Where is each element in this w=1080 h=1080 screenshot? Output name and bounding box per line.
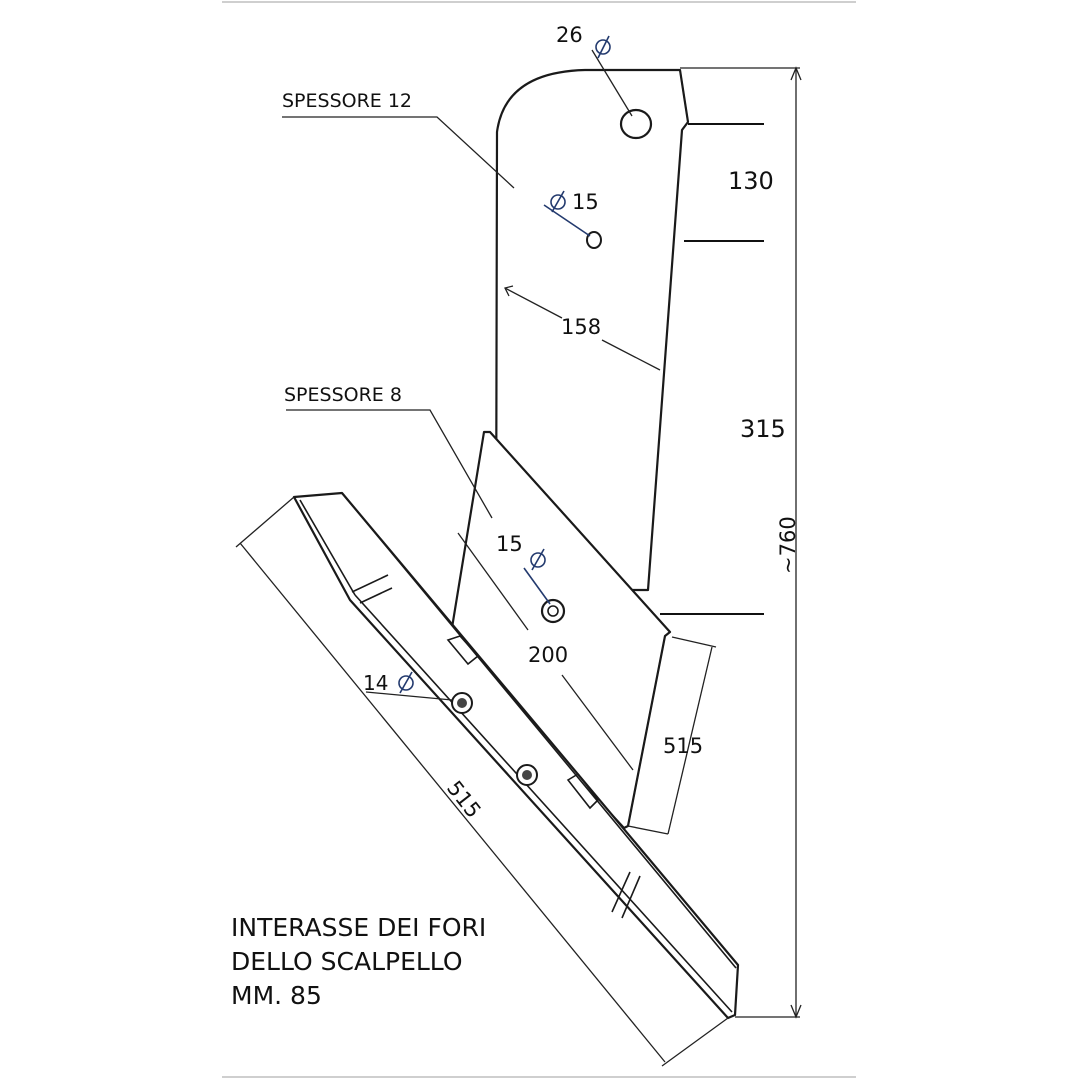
upper-plate [494, 68, 690, 592]
dim-upper-width-value: 158 [561, 315, 601, 339]
dim-top-hole-value: 26 [556, 23, 583, 47]
dim-top-hole [591, 35, 633, 117]
dim-lower-length-value: 515 [663, 734, 703, 758]
dim-lower-width [457, 532, 634, 771]
dim-mid-hole-value: 15 [572, 190, 599, 214]
dim-total-height-value: ~760 [776, 516, 800, 574]
dim-lower-hole [523, 548, 551, 605]
dim-mid-hole [543, 190, 591, 237]
top-hole [619, 108, 653, 140]
label-thickness-lower: SPESSORE 8 [284, 384, 402, 406]
dim-lower-hole-value: 15 [496, 532, 523, 556]
label-thickness-upper: SPESSORE 12 [282, 90, 412, 112]
note-line-3: MM. 85 [231, 981, 322, 1010]
dim-lower-width-value: 200 [528, 643, 568, 667]
dim-hole-spacing-value: 130 [728, 167, 774, 195]
dim-blade-length-value: 515 [442, 776, 486, 822]
mid-hole [586, 231, 602, 249]
label-leaders [282, 116, 515, 519]
dim-upper-width [504, 285, 661, 371]
dim-blade-length [235, 496, 729, 1067]
chisel-blade [292, 491, 740, 1020]
dim-blade-hole-value: 14 [363, 671, 388, 695]
dim-blade-hole [365, 671, 453, 701]
note-line-1: INTERASSE DEI FORI [231, 913, 486, 942]
note-line-2: DELLO SCALPELLO [231, 947, 463, 976]
dim-lower-length [627, 636, 717, 835]
dim-upper-height-value: 315 [740, 415, 786, 443]
dim-right-side [660, 66, 802, 1019]
